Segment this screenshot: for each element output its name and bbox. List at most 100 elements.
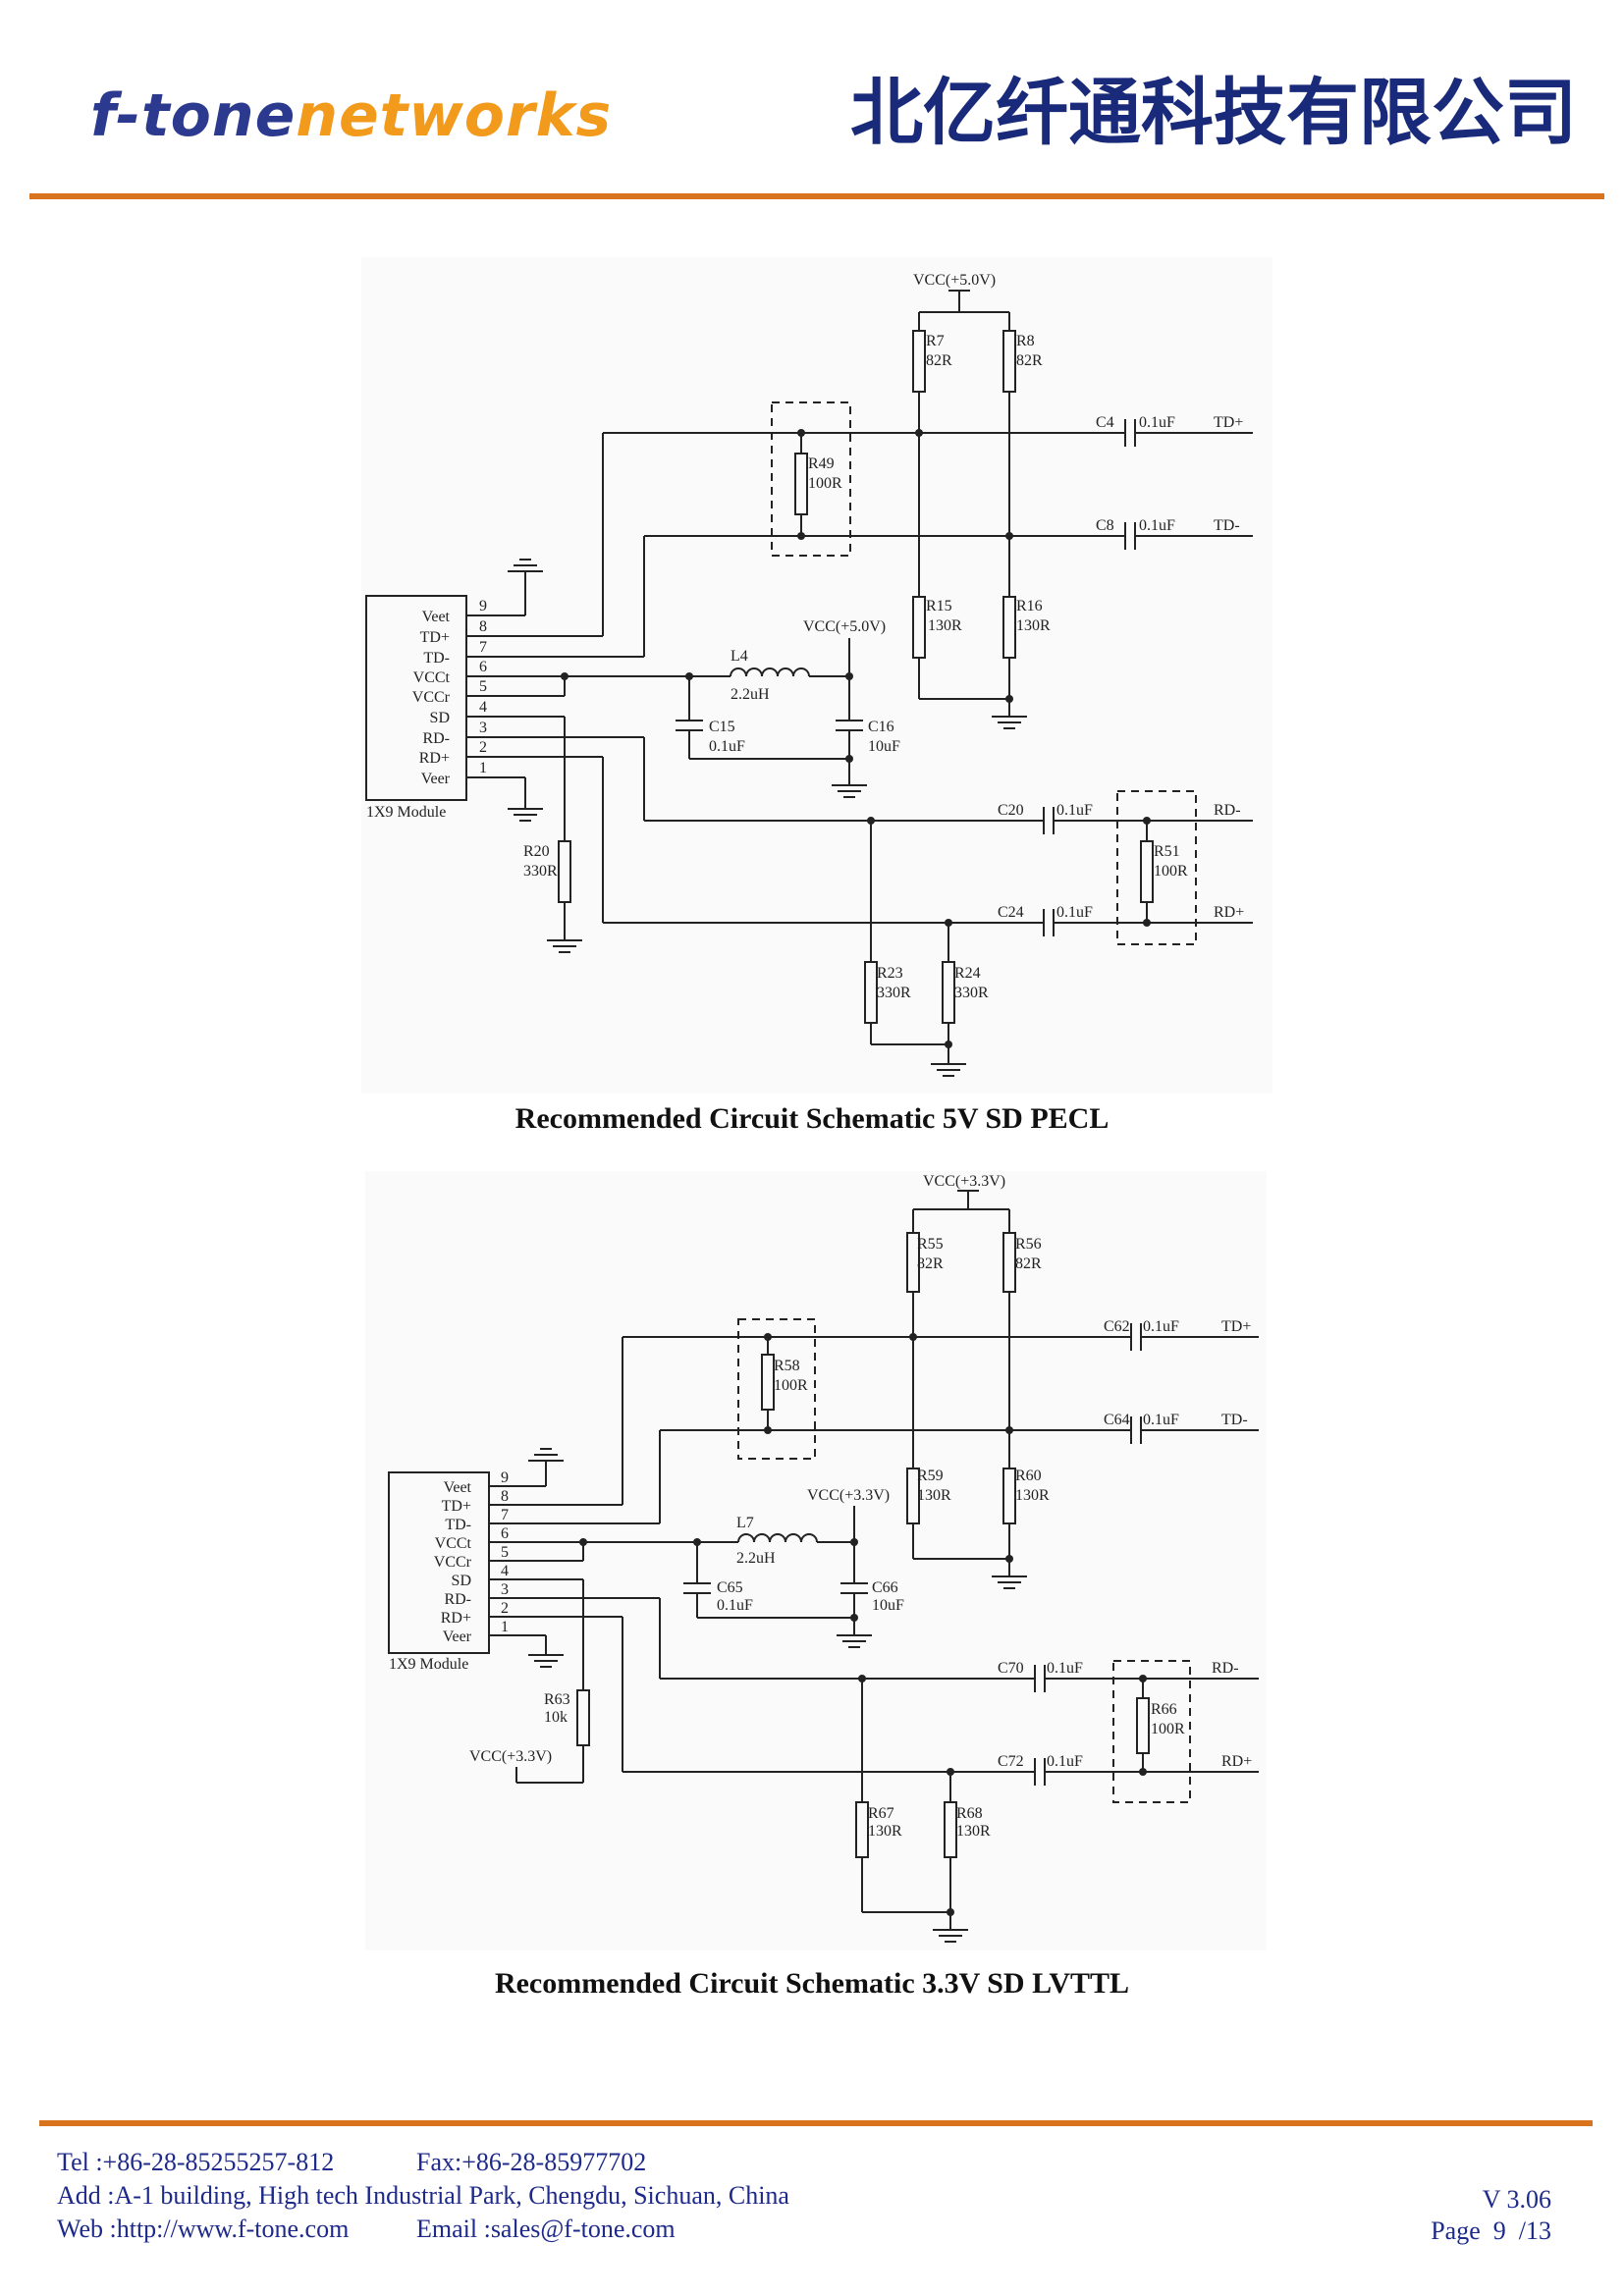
module-pin-names: Veet TD+ TD- VCCt VCCr SD RD- RD+ Veer bbox=[434, 1479, 472, 1645]
svg-text:0.1uF: 0.1uF bbox=[1047, 1660, 1083, 1677]
svg-text:82R: 82R bbox=[1016, 352, 1043, 369]
svg-text:9: 9 bbox=[479, 598, 487, 614]
svg-text:8: 8 bbox=[501, 1488, 509, 1505]
footer-fax: Fax:+86-28-85977702 bbox=[416, 2148, 647, 2176]
svg-text:R49: R49 bbox=[808, 455, 835, 472]
svg-text:Veet: Veet bbox=[444, 1479, 472, 1496]
svg-text:82R: 82R bbox=[917, 1255, 944, 1272]
svg-text:RD-: RD- bbox=[444, 1591, 471, 1608]
svg-text:TD+: TD+ bbox=[420, 629, 450, 646]
svg-text:82R: 82R bbox=[926, 352, 952, 369]
svg-text:R55: R55 bbox=[917, 1236, 944, 1253]
svg-text:R23: R23 bbox=[877, 965, 903, 982]
svg-text:R51: R51 bbox=[1154, 843, 1180, 860]
svg-text:0.1uF: 0.1uF bbox=[1056, 904, 1093, 921]
svg-text:VCC(+5.0V): VCC(+5.0V) bbox=[803, 618, 886, 635]
svg-text:C72: C72 bbox=[998, 1753, 1024, 1770]
svg-text:8: 8 bbox=[479, 618, 487, 635]
footer-divider bbox=[39, 2120, 1593, 2126]
svg-text:9: 9 bbox=[501, 1469, 509, 1486]
footer-email-link[interactable]: Email :sales@f-tone.com bbox=[416, 2215, 676, 2243]
svg-text:2: 2 bbox=[501, 1600, 509, 1617]
svg-text:R66: R66 bbox=[1151, 1701, 1177, 1718]
svg-text:C62: C62 bbox=[1104, 1318, 1130, 1335]
module-pin-numbers: 9 8 7 6 5 4 3 2 1 bbox=[479, 598, 487, 776]
svg-text:VCC(+3.3V): VCC(+3.3V) bbox=[807, 1487, 890, 1504]
svg-text:R20: R20 bbox=[523, 843, 550, 860]
svg-text:TD-: TD- bbox=[423, 650, 450, 667]
svg-text:1X9 Module: 1X9 Module bbox=[366, 804, 446, 821]
svg-text:SD: SD bbox=[452, 1573, 471, 1589]
svg-text:2.2uH: 2.2uH bbox=[736, 1550, 776, 1567]
svg-text:VCC(+5.0V): VCC(+5.0V) bbox=[913, 272, 996, 289]
svg-text:6: 6 bbox=[501, 1525, 509, 1542]
svg-text:C20: C20 bbox=[998, 802, 1024, 819]
svg-text:330R: 330R bbox=[877, 985, 911, 1001]
svg-text:TD-: TD- bbox=[445, 1517, 471, 1533]
version-label: V 3.06 bbox=[1482, 2185, 1551, 2214]
svg-text:R8: R8 bbox=[1016, 333, 1035, 349]
svg-text:100R: 100R bbox=[808, 475, 842, 492]
footer-web-link[interactable]: Web :http://www.f-tone.com bbox=[57, 2215, 350, 2243]
svg-text:R16: R16 bbox=[1016, 598, 1043, 614]
caption-5v-sd-pecl: Recommended Circuit Schematic 5V SD PECL bbox=[514, 1102, 1110, 1135]
svg-text:2: 2 bbox=[479, 739, 487, 756]
svg-text:L7: L7 bbox=[736, 1515, 754, 1531]
svg-text:RD-: RD- bbox=[1214, 802, 1241, 819]
svg-text:RD+: RD+ bbox=[1214, 904, 1244, 921]
svg-text:TD-: TD- bbox=[1221, 1412, 1248, 1428]
svg-text:0.1uF: 0.1uF bbox=[1143, 1318, 1179, 1335]
svg-text:C65: C65 bbox=[717, 1579, 743, 1596]
svg-text:RD+: RD+ bbox=[441, 1610, 471, 1627]
svg-text:5: 5 bbox=[501, 1544, 509, 1561]
svg-text:0.1uF: 0.1uF bbox=[1139, 517, 1175, 534]
svg-text:R7: R7 bbox=[926, 333, 945, 349]
svg-text:82R: 82R bbox=[1015, 1255, 1042, 1272]
svg-text:5: 5 bbox=[479, 678, 487, 695]
footer-tel: Tel :+86-28-85255257-812 bbox=[57, 2148, 335, 2176]
module-pin-names: Veet TD+ TD- VCCt VCCr SD RD- RD+ Veer bbox=[412, 609, 451, 787]
svg-text:R68: R68 bbox=[956, 1805, 983, 1822]
svg-text:4: 4 bbox=[479, 699, 487, 716]
svg-text:L4: L4 bbox=[731, 648, 748, 665]
svg-text:0.1uF: 0.1uF bbox=[1047, 1753, 1083, 1770]
svg-text:100R: 100R bbox=[1151, 1721, 1185, 1737]
svg-text:TD+: TD+ bbox=[1214, 414, 1243, 431]
svg-text:RD-: RD- bbox=[1212, 1660, 1239, 1677]
svg-text:R24: R24 bbox=[954, 965, 981, 982]
svg-text:130R: 130R bbox=[928, 617, 962, 634]
svg-text:2.2uH: 2.2uH bbox=[731, 686, 770, 703]
svg-text:C24: C24 bbox=[998, 904, 1024, 921]
svg-text:3: 3 bbox=[479, 720, 487, 736]
svg-text:0.1uF: 0.1uF bbox=[1056, 802, 1093, 819]
svg-text:C8: C8 bbox=[1096, 517, 1114, 534]
svg-text:130R: 130R bbox=[917, 1487, 951, 1504]
svg-text:10uF: 10uF bbox=[868, 738, 900, 755]
svg-text:VCCr: VCCr bbox=[434, 1554, 472, 1571]
svg-text:Veer: Veer bbox=[443, 1629, 472, 1645]
svg-text:100R: 100R bbox=[1154, 863, 1188, 880]
footer-address: Add :A-1 building, High tech Industrial … bbox=[57, 2181, 789, 2210]
svg-text:VCCt: VCCt bbox=[435, 1535, 472, 1552]
company-name: 北亿纤通科技有限公司 bbox=[850, 71, 1577, 155]
svg-text:R67: R67 bbox=[868, 1805, 894, 1822]
header-divider bbox=[29, 193, 1604, 199]
svg-text:C16: C16 bbox=[868, 719, 894, 735]
svg-text:330R: 330R bbox=[954, 985, 989, 1001]
svg-text:R59: R59 bbox=[917, 1468, 944, 1484]
svg-text:7: 7 bbox=[479, 639, 487, 656]
svg-text:Veet: Veet bbox=[422, 609, 451, 625]
svg-text:10k: 10k bbox=[544, 1709, 568, 1726]
svg-text:C66: C66 bbox=[872, 1579, 898, 1596]
module-pin-numbers: 9 8 7 6 5 4 3 2 1 bbox=[501, 1469, 509, 1635]
svg-text:VCCt: VCCt bbox=[413, 669, 451, 686]
svg-text:3: 3 bbox=[501, 1581, 509, 1598]
svg-text:1: 1 bbox=[501, 1619, 509, 1635]
svg-text:TD+: TD+ bbox=[442, 1498, 471, 1515]
svg-text:0.1uF: 0.1uF bbox=[1143, 1412, 1179, 1428]
svg-text:RD+: RD+ bbox=[419, 750, 450, 767]
svg-text:VCCr: VCCr bbox=[412, 689, 451, 706]
svg-text:R60: R60 bbox=[1015, 1468, 1042, 1484]
